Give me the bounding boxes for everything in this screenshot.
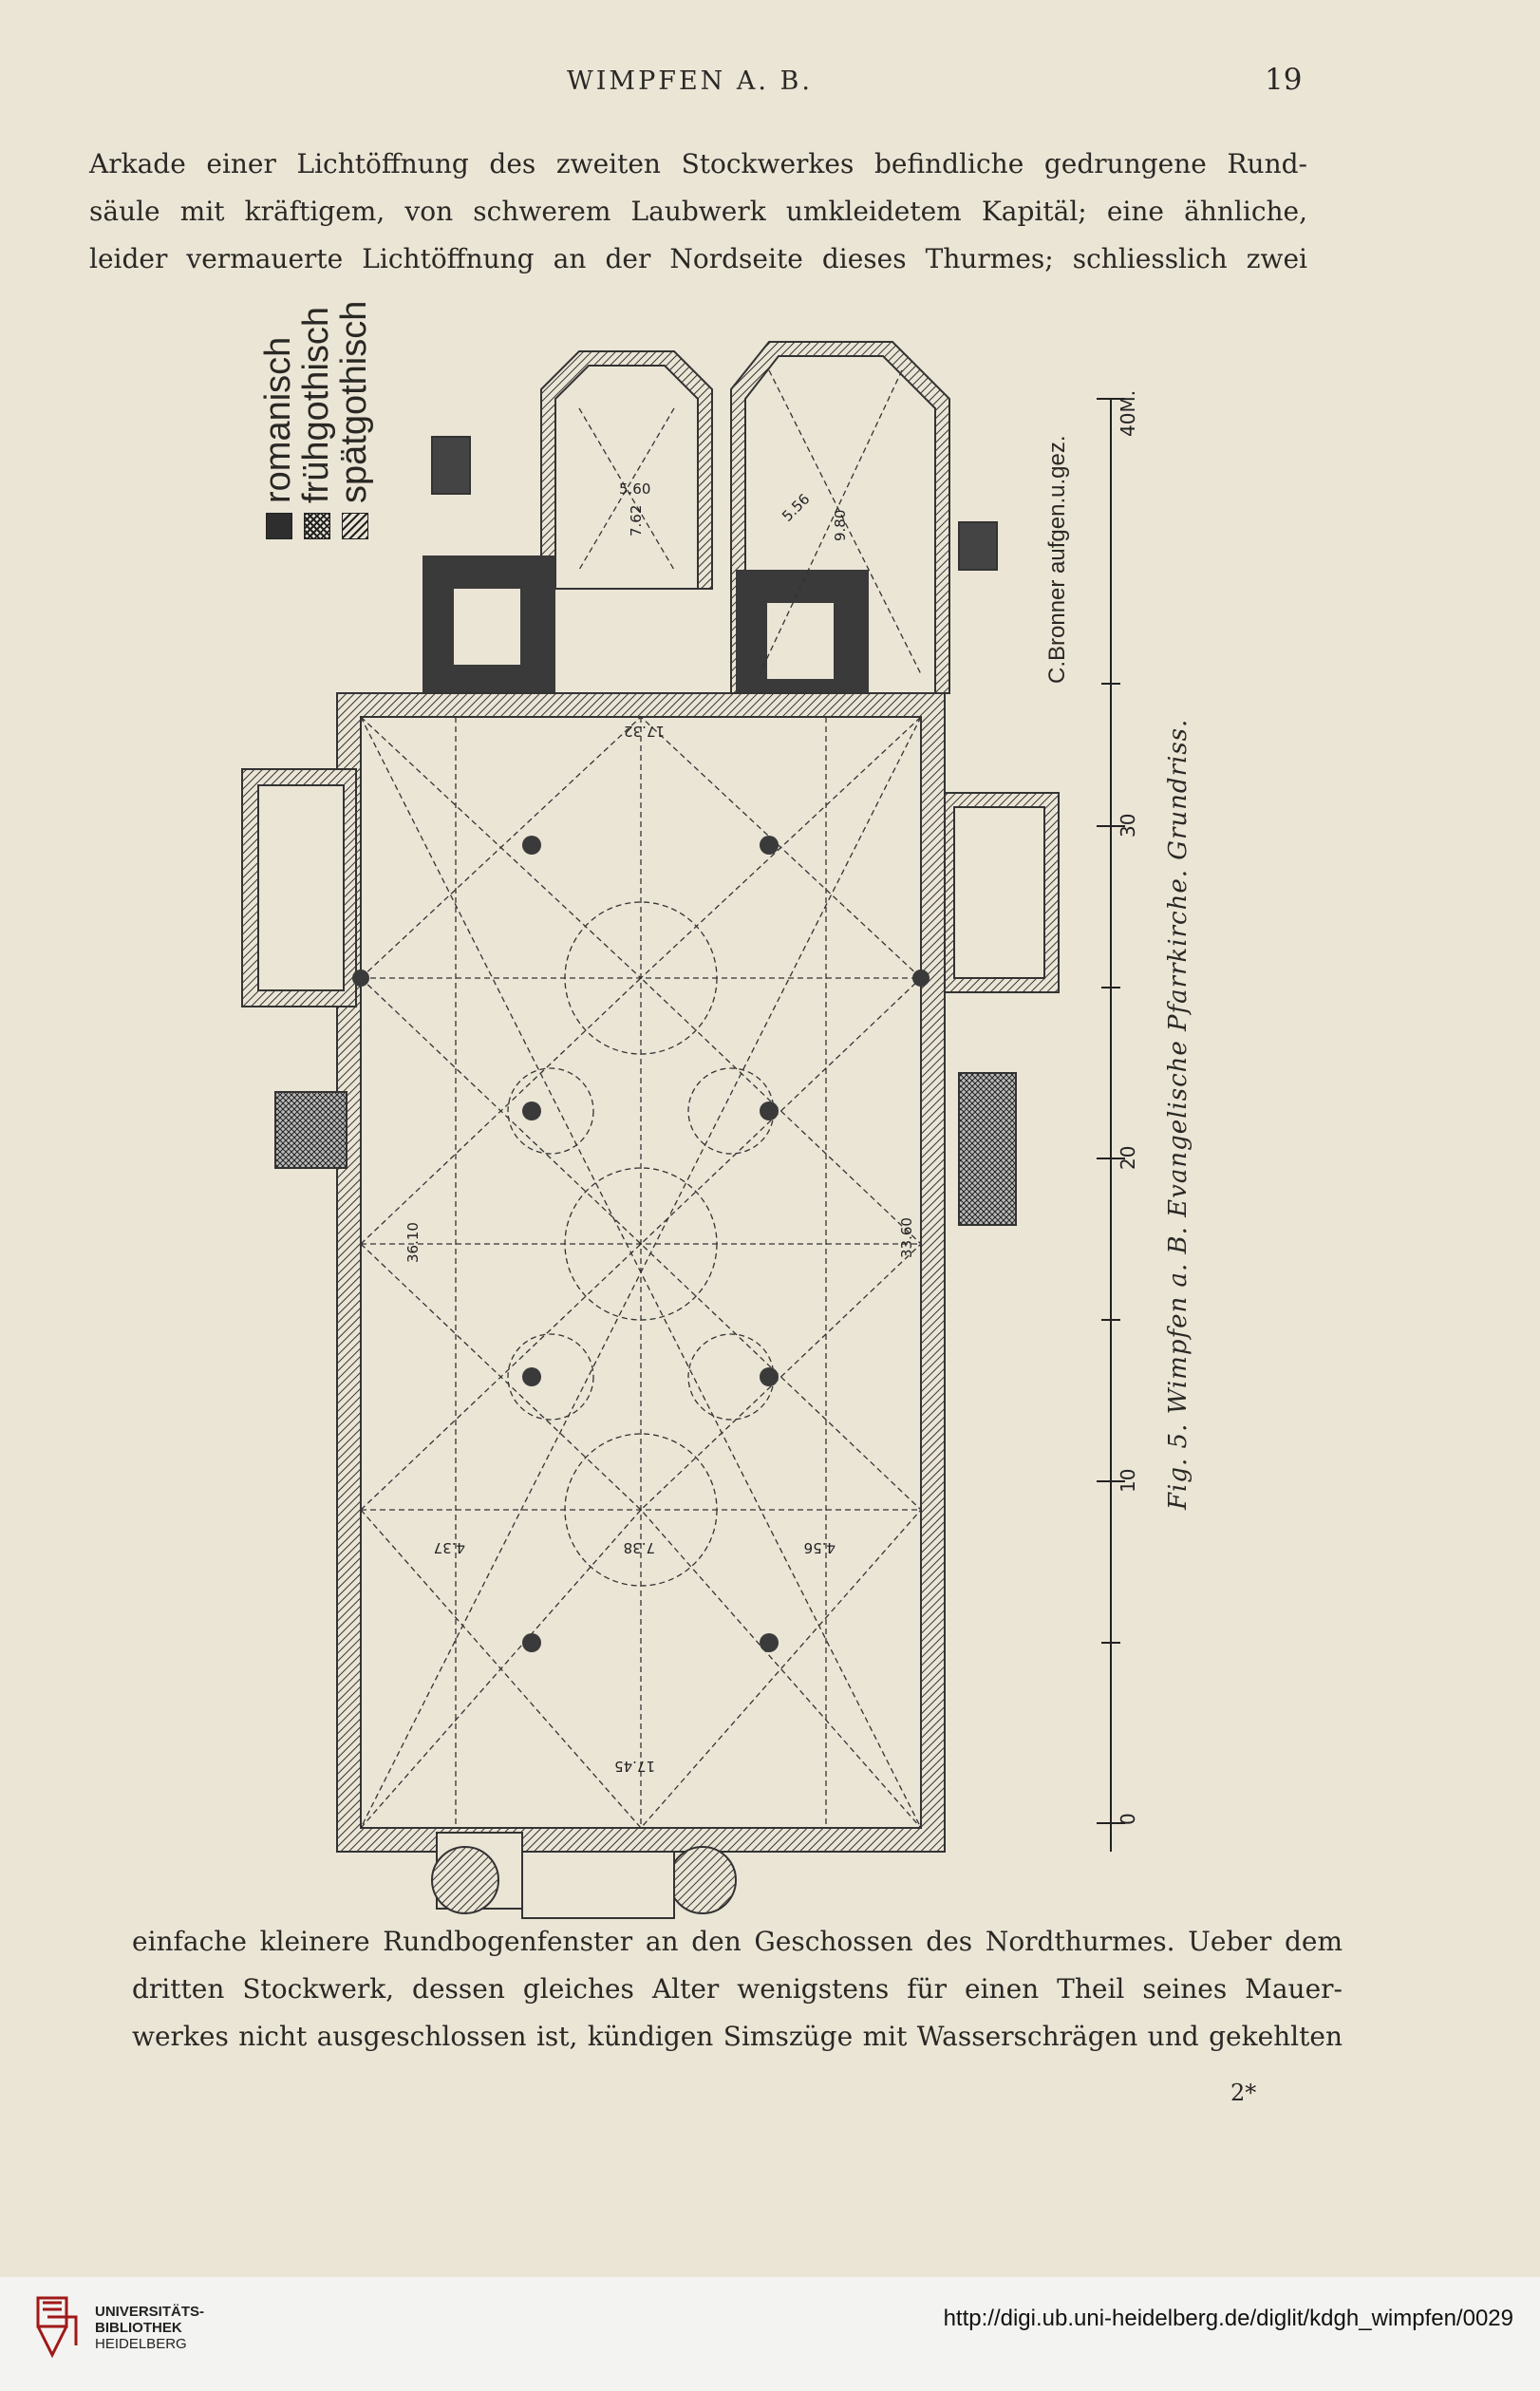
library-logo-icon — [36, 2296, 78, 2359]
scale-bar — [1097, 398, 1125, 1852]
scale-label: 10 — [1117, 1469, 1139, 1493]
dimension-label: 4.56 — [804, 1539, 836, 1556]
figure-caption: Fig. 5. Wimpfen a. B. Evangelische Pfarr… — [1164, 718, 1193, 1510]
dimension-label: 17.32 — [624, 723, 665, 740]
page-header: WIMPFEN A. B. 19 — [0, 63, 1540, 104]
signature-mark: 2* — [1230, 2080, 1257, 2106]
scale-label: 40M. — [1117, 390, 1139, 437]
text-line: werkes nicht ausgeschlossen ist, kündige… — [132, 2021, 1343, 2052]
running-head: WIMPFEN A. B. — [567, 66, 813, 96]
dimension-labels: 5.60 7.62 5.56 9.80 17.32 36.10 33.60 4.… — [404, 480, 915, 1775]
text-line: einfache kleinere Rundbogenfenster an de… — [132, 1926, 1343, 1957]
source-url-link[interactable]: http://digi.ub.uni-heidelberg.de/diglit/… — [943, 2306, 1513, 2331]
dimension-label: 5.60 — [619, 480, 650, 498]
dimension-label: 4.37 — [434, 1539, 465, 1556]
dimension-label: 7.38 — [624, 1539, 655, 1556]
floor-plan-drawing: 0 10 20 30 40M. 5.60 7.62 5.56 9.80 17.3… — [241, 341, 1139, 1919]
library-name: UNIVERSITÄTS- BIBLIOTHEK HEIDELBERG — [95, 2304, 205, 2352]
scale-label: 20 — [1117, 1146, 1139, 1170]
dimension-label: 7.62 — [628, 505, 645, 537]
nave-piers — [352, 836, 930, 1652]
vault-ribs — [360, 369, 922, 1829]
text-line: säule mit kräftigem, von schwerem Laubwe… — [89, 196, 1307, 227]
page-number: 19 — [1265, 63, 1303, 97]
dimension-label: 17.45 — [614, 1758, 655, 1775]
scale-label: 30 — [1117, 814, 1139, 838]
text-line: Arkade einer Lichtöffnung des zweiten St… — [89, 148, 1307, 179]
scale-labels: 0 10 20 30 40M. — [1117, 390, 1139, 1825]
paragraph-top: Arkade einer Lichtöffnung des zweiten St… — [89, 141, 1307, 283]
dimension-label: 33.60 — [898, 1217, 915, 1258]
text-line: leider vermauerte Lichtöffnung an der No… — [89, 243, 1307, 274]
text-line: dritten Stockwerk, dessen gleiches Alter… — [132, 1973, 1343, 2005]
nave-walls — [241, 692, 1060, 1919]
dimension-label: 9.80 — [832, 510, 849, 541]
dimension-label: 36.10 — [404, 1222, 422, 1263]
footer-bar: UNIVERSITÄTS- BIBLIOTHEK HEIDELBERG http… — [0, 2277, 1540, 2391]
paragraph-bottom: einfache kleinere Rundbogenfenster an de… — [132, 1918, 1343, 2061]
figure-credit: C.Bronner aufgen.u.gez. — [1044, 435, 1070, 684]
scale-label: 0 — [1117, 1813, 1139, 1825]
